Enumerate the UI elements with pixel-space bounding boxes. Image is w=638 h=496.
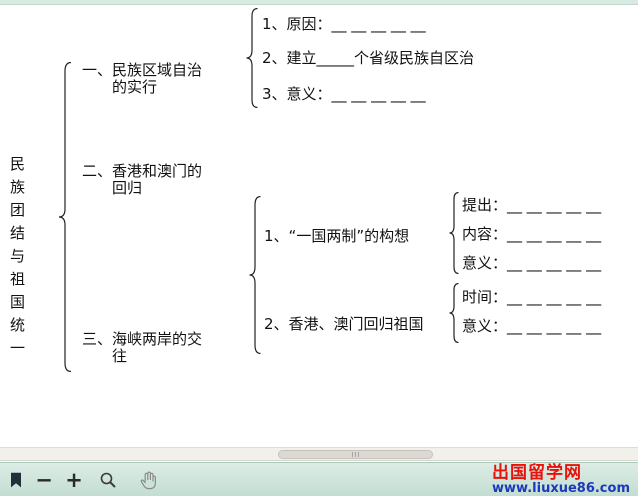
autonomy-establish-line: 2、建立_____个省级民族自区治	[262, 49, 475, 67]
outline-item-2-line1: 二、香港和澳门的	[82, 162, 203, 180]
concept-content-line: 内容：__ __ __ __ __	[462, 225, 602, 243]
zoom-in-button[interactable]: +	[65, 468, 83, 492]
scrollbar-thumb[interactable]	[278, 450, 433, 459]
root-brace	[58, 62, 72, 372]
outline-item-3: 三、海峡两岸的交 往	[82, 331, 202, 365]
scrollbar-grip	[352, 452, 353, 457]
document-canvas: 民族团结与祖国统一 一、民族区域自治 的实行 二、香港和澳门的 回归 三、海峡两…	[0, 6, 638, 447]
return-details-brace	[449, 283, 459, 343]
site-branding: 出国留学网 www.liuxue86.com	[492, 464, 630, 496]
outline-item-3-line1: 三、海峡两岸的交	[82, 330, 203, 348]
bottom-toolbar: − + 出国留学网 www.liuxue86.com	[0, 462, 638, 496]
top-edge-strip	[0, 0, 638, 5]
scrollbar-grip	[358, 452, 359, 457]
outline-item-2-line2: 回归	[112, 179, 143, 197]
bookmark-icon	[11, 472, 21, 488]
outline-item-3-line2: 往	[112, 347, 128, 365]
pan-button[interactable]	[136, 468, 160, 492]
autonomy-reason-line: 1、原因：__ __ __ __ __	[262, 15, 426, 33]
concept-line: 1、“一国两制”的构想	[264, 227, 410, 245]
concept-meaning-line: 意义：__ __ __ __ __	[462, 254, 602, 272]
site-url: www.liuxue86.com	[492, 481, 630, 496]
outline-item-2: 二、香港和澳门的 回归	[82, 163, 202, 197]
concept-proposed-line: 提出：__ __ __ __ __	[462, 196, 602, 214]
outline-item-1-line2: 的实行	[112, 78, 158, 96]
hand-icon	[140, 471, 156, 490]
concept-details-brace	[449, 192, 459, 274]
outline-item-1: 一、民族区域自治 的实行	[82, 62, 202, 96]
reunification-brace	[249, 196, 261, 354]
search-button[interactable]	[96, 468, 120, 492]
return-line: 2、香港、澳门回归祖国	[264, 315, 424, 333]
scrollbar-grip	[355, 452, 356, 457]
autonomy-brace	[246, 8, 258, 108]
horizontal-scrollbar[interactable]	[0, 447, 638, 461]
site-name: 出国留学网	[492, 463, 583, 483]
bookmark-button[interactable]	[4, 468, 28, 492]
zoom-out-button[interactable]: −	[35, 468, 53, 492]
root-title-vertical: 民族团结与祖国统一	[8, 156, 26, 363]
return-time-line: 时间：__ __ __ __ __	[462, 288, 602, 306]
outline-item-1-line1: 一、民族区域自治	[82, 61, 203, 79]
autonomy-meaning-line: 3、意义：__ __ __ __ __	[262, 85, 426, 103]
search-icon	[100, 472, 116, 488]
return-meaning-line: 意义：__ __ __ __ __	[462, 317, 602, 335]
